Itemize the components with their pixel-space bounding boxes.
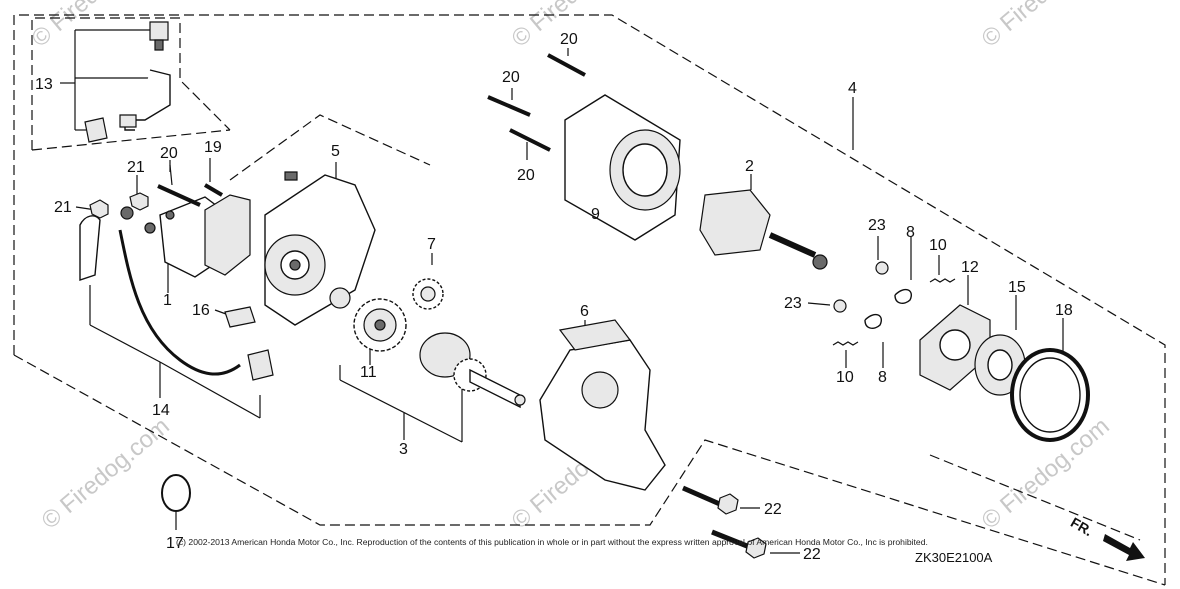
callout-10: 10 bbox=[836, 369, 854, 386]
bracket-16 bbox=[224, 306, 256, 328]
callout-14: 14 bbox=[152, 402, 170, 419]
callout-20: 20 bbox=[160, 145, 178, 162]
callout-9: 9 bbox=[591, 206, 600, 223]
through-bolt-20 bbox=[487, 53, 586, 152]
gear-11 bbox=[329, 287, 407, 352]
assembly-outline bbox=[13, 14, 1166, 585]
callout-8: 8 bbox=[878, 369, 887, 386]
callout-21: 21 bbox=[127, 159, 145, 176]
nut-21 bbox=[89, 192, 149, 220]
watermark: © Firedog.com bbox=[37, 413, 175, 535]
callout-8: 8 bbox=[906, 224, 915, 241]
callout-22: 22 bbox=[803, 546, 821, 563]
motor-yoke-9 bbox=[564, 94, 681, 241]
gear-cover-5 bbox=[264, 171, 376, 326]
spring-10 bbox=[832, 278, 956, 346]
outline-inner bbox=[31, 17, 231, 150]
callout-22: 22 bbox=[764, 501, 782, 518]
callout-19: 19 bbox=[204, 139, 222, 156]
diagram-code: ZK30E2100A bbox=[915, 550, 993, 565]
watermark: © Firedog.com bbox=[977, 0, 1115, 53]
gear-housing-6 bbox=[539, 319, 666, 491]
callout-5: 5 bbox=[331, 143, 340, 160]
callout-7: 7 bbox=[427, 236, 436, 253]
callout-23: 23 bbox=[868, 217, 886, 234]
brush-holder-12 bbox=[919, 304, 991, 391]
callout-17: 17 bbox=[166, 535, 184, 552]
bolt-22 bbox=[682, 485, 767, 559]
wire-bracket-13 bbox=[84, 21, 171, 143]
assembly-outline bbox=[13, 354, 1166, 586]
callout-21: 21 bbox=[54, 199, 72, 216]
outline-inner bbox=[929, 454, 1141, 541]
callout-labels: 13 20 19 21 21 1 16 14 5 7 11 3 6 9 20 2… bbox=[35, 31, 1073, 563]
callout-20: 20 bbox=[502, 69, 520, 86]
pinion-shaft-3 bbox=[419, 332, 526, 409]
callout-10: 10 bbox=[929, 237, 947, 254]
callout-2: 2 bbox=[745, 158, 754, 175]
gear-7 bbox=[412, 278, 444, 310]
callout-20: 20 bbox=[560, 31, 578, 48]
screw-23 bbox=[833, 261, 889, 313]
front-direction-arrow bbox=[1103, 534, 1145, 561]
callout-1: 1 bbox=[163, 292, 172, 309]
callout-12: 12 bbox=[961, 259, 979, 276]
cable-14 bbox=[79, 215, 274, 381]
callout-13: 13 bbox=[35, 76, 53, 93]
clip-8 bbox=[864, 288, 912, 329]
solenoid-1 bbox=[144, 194, 251, 278]
armature-2 bbox=[699, 189, 828, 270]
outline-inner bbox=[229, 114, 431, 181]
callout-3: 3 bbox=[399, 441, 408, 458]
callout-15: 15 bbox=[1008, 279, 1026, 296]
callout-20: 20 bbox=[517, 167, 535, 184]
callout-23: 23 bbox=[784, 295, 802, 312]
copyright-notice: (c) 2002-2013 American Honda Motor Co., … bbox=[176, 537, 928, 547]
bolt-20-19 bbox=[157, 183, 224, 207]
callout-16: 16 bbox=[192, 302, 210, 319]
watermark: © Firedog.com bbox=[27, 0, 165, 53]
callout-4: 4 bbox=[848, 80, 857, 97]
clamp-17 bbox=[161, 474, 191, 512]
callout-18: 18 bbox=[1055, 302, 1073, 319]
callout-6: 6 bbox=[580, 303, 589, 320]
seal-18 bbox=[1010, 348, 1090, 442]
callout-11: 11 bbox=[360, 364, 377, 381]
